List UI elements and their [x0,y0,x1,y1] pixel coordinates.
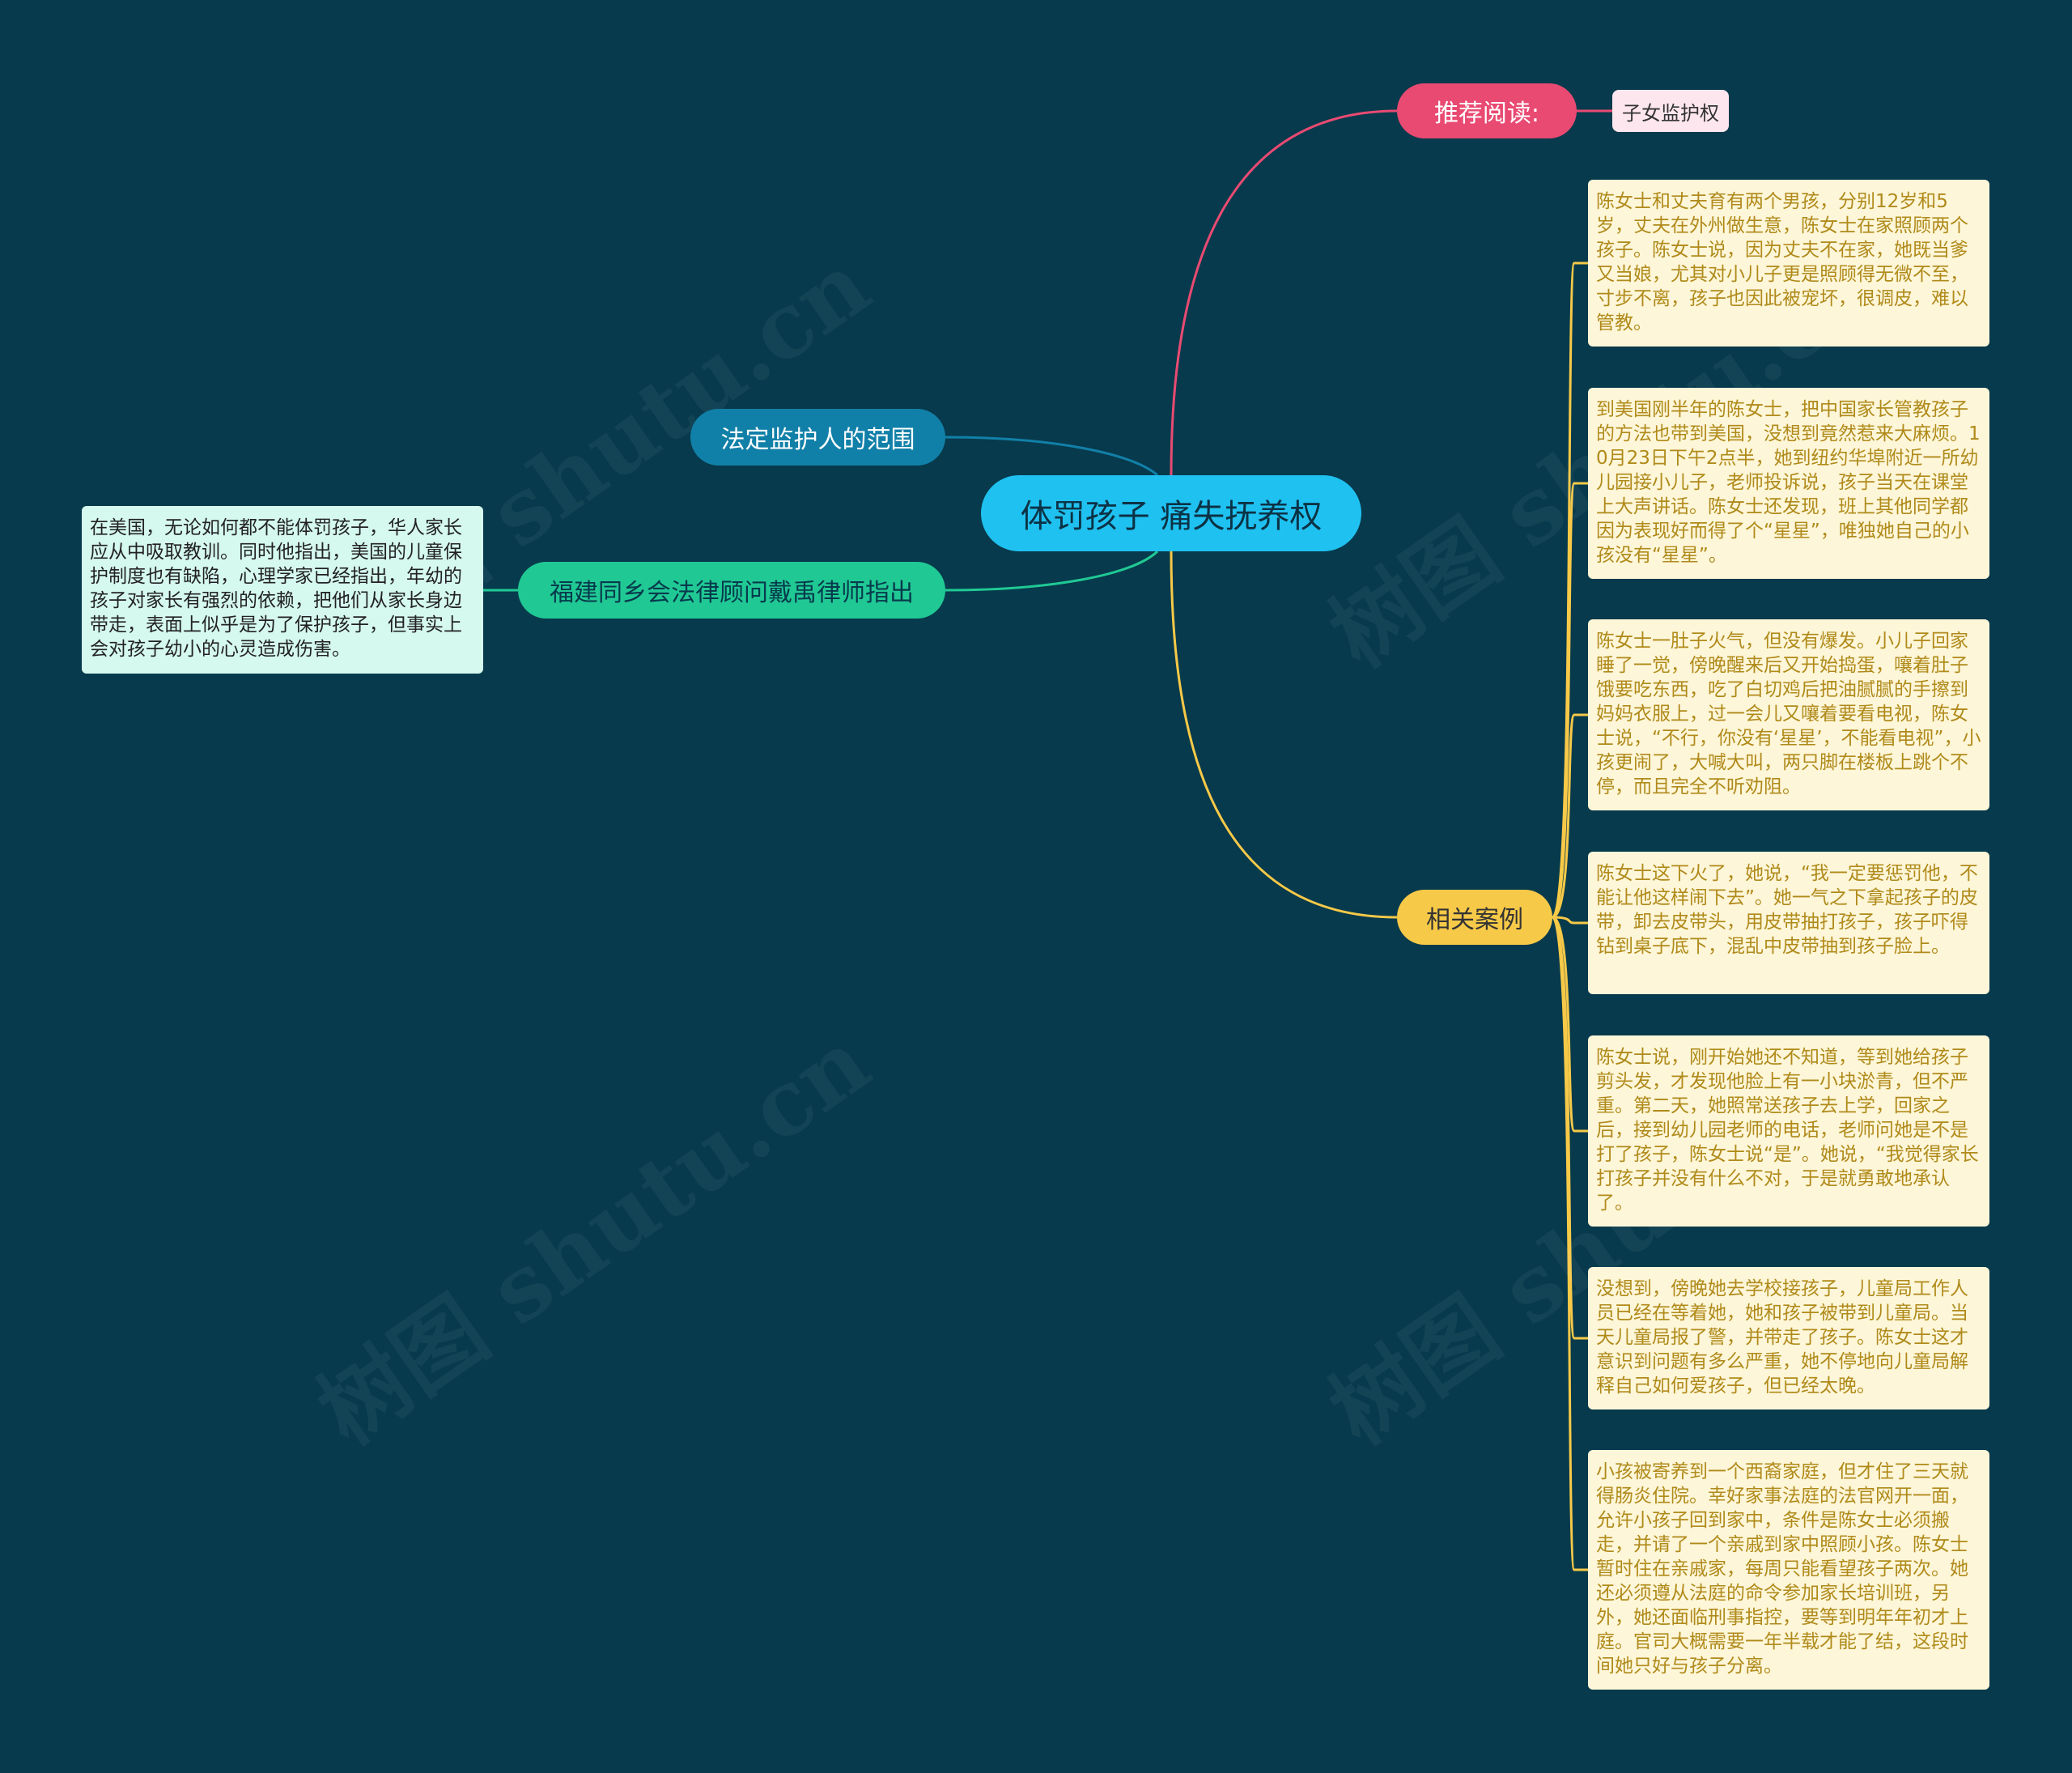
branch-recommend-reading[interactable]: 推荐阅读: [1397,83,1577,138]
connector-case-3 [1552,713,1588,919]
case-note-1: 陈女士和丈夫育有两个男孩，分别12岁和5岁，丈夫在外州做生意，陈女士在家照顾两个… [1588,180,1989,347]
case-note-3: 陈女士一肚子火气，但没有爆发。小儿子回家睡了一觉，傍晚醒来后又开始捣蛋，嚷着肚子… [1588,619,1989,810]
connector-case-5 [1552,916,1588,1133]
case-note-4: 陈女士这下火了，她说，“我一定要惩罚他，不能让他这样闹下去”。她一气之下拿起孩子… [1588,852,1989,994]
case-note-5: 陈女士说，刚开始她还不知道，等到她给孩子剪头发，才发现他脸上有一小块淤青，但不严… [1588,1035,1989,1227]
connector-case-2 [1551,482,1588,919]
connector-root-recommend [1170,109,1398,476]
case-note-2: 到美国刚半年的陈女士，把中国家长管教孩子的方法也带到美国，没想到竟然惹来大麻烦。… [1588,388,1989,579]
connector-case-1 [1551,261,1588,919]
lawyer-opinion-note: 在美国，无论如何都不能体罚孩子，华人家长应从中吸取教训。同时他指出，美国的儿童保… [82,506,483,674]
connector-cases-items [1551,261,1588,1571]
branch-related-cases[interactable]: 相关案例 [1397,890,1552,945]
recommend-tag-custody[interactable]: 子女监护权 [1612,90,1729,132]
branch-lawyer-opinion[interactable]: 福建同乡会法律顾问戴禹律师指出 [518,562,945,619]
connector-case-6 [1551,916,1588,1340]
case-note-7: 小孩被寄养到一个西裔家庭，但才住了三天就得肠炎住院。幸好家事法庭的法官网开一面，… [1588,1450,1989,1690]
connector-case-4 [1552,916,1588,925]
connector-root-lawyer [945,550,1159,592]
connector-root-scope [945,436,1159,477]
case-note-6: 没想到，傍晚她去学校接孩子，儿童局工作人员已经在等着她，她和孩子被带到儿童局。当… [1588,1267,1989,1409]
connector-case-7 [1551,916,1588,1571]
root-topic[interactable]: 体罚孩子 痛失抚养权 [981,475,1361,551]
connector-root-cases [1170,551,1398,919]
branch-guardian-scope[interactable]: 法定监护人的范围 [690,409,945,466]
